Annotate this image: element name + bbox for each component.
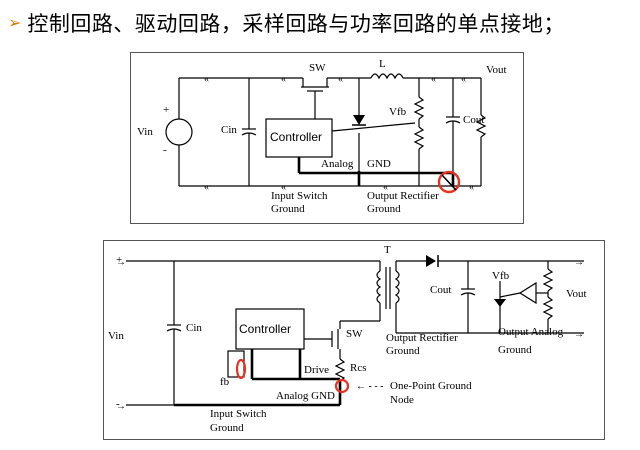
bottom-node-label: Node (390, 394, 414, 406)
rectifier-diode-symbol (353, 115, 365, 125)
bottom-vout-label: Vout (566, 288, 587, 300)
top-cin-label: Cin (221, 124, 237, 136)
one-point-ground-highlight (334, 378, 350, 394)
top-plus-label: + (163, 104, 169, 116)
top-controller-label: Controller (270, 130, 322, 144)
bottom-input-switch-label: Input Switch (210, 408, 267, 420)
top-input-ground-label: Ground (271, 203, 305, 215)
vin-source-symbol (165, 118, 193, 146)
svg-text:«: « (281, 182, 286, 193)
bottom-controller-box (235, 308, 305, 350)
bottom-transformer-label: T (384, 244, 391, 256)
top-analog-label: Analog (321, 158, 354, 170)
bottom-output-analog-label: Output Analog (498, 326, 564, 338)
svg-text:«: « (204, 74, 209, 85)
svg-text:«: « (383, 182, 388, 193)
bottom-minus-label: - (116, 398, 120, 410)
bottom-output-rectifier-label: Output Rectifier (386, 332, 458, 344)
top-cout-label: Cout (463, 114, 484, 126)
top-gnd-label: GND (367, 158, 391, 170)
svg-text:«: « (469, 182, 474, 193)
bottom-output-rectifier-ground-label: Ground (386, 345, 420, 357)
bottom-input-ground-label: Ground (210, 422, 244, 434)
svg-text:«: « (281, 74, 286, 85)
svg-text:«: « (204, 182, 209, 193)
bottom-output-analog-ground-label: Ground (498, 344, 532, 356)
top-output-ground-label: Ground (367, 203, 401, 215)
svg-text:→: → (574, 329, 584, 340)
top-input-switch-label: Input Switch (271, 190, 328, 202)
bottom-vfb-label: Vfb (492, 270, 510, 282)
bottom-analog-gnd-label: Analog GND (276, 390, 335, 402)
top-sw-label: SW (309, 62, 326, 74)
bottom-circuit-diagram: → → → → ← - - - + - T Vin Cin Controller… (108, 244, 587, 434)
top-vin-label: Vin (137, 126, 153, 138)
svg-text:«: « (431, 74, 436, 85)
bottom-drive-label: Drive (304, 364, 329, 376)
svg-text:→: → (116, 401, 126, 412)
top-inductor-label: L (379, 58, 386, 70)
bottom-fb-label: fb (220, 376, 230, 388)
top-ground-highlight (437, 170, 461, 194)
top-vfb-label: Vfb (389, 106, 407, 118)
top-circuit-panel: « « « « « « « « « SW L Vout Vin + - Cin … (130, 52, 524, 224)
top-minus-label: - (163, 144, 167, 156)
svg-text:«: « (338, 74, 343, 85)
top-vout-label: Vout (486, 64, 507, 76)
bottom-sw-label: SW (346, 328, 363, 340)
bottom-vin-label: Vin (108, 330, 124, 342)
fb-highlight (235, 358, 247, 380)
top-circuit-diagram: « « « « « « « « « SW L Vout Vin + - Cin … (137, 58, 507, 215)
bottom-cout-label: Cout (430, 284, 451, 296)
bottom-plus-label: + (116, 254, 122, 266)
svg-text:→: → (116, 257, 126, 268)
top-output-rectifier-label: Output Rectifier (367, 190, 439, 202)
slide-heading: ➢ 控制回路、驱动回路，采样回路与功率回路的单点接地； (8, 8, 565, 38)
bullet-arrow-icon: ➢ (8, 13, 22, 32)
heading-text: 控制回路、驱动回路，采样回路与功率回路的单点接地； (27, 12, 565, 36)
bottom-cin-label: Cin (186, 322, 202, 334)
bottom-rcs-label: Rcs (350, 362, 367, 374)
bottom-circuit-panel: → → → → ← - - - + - T Vin Cin Controller… (103, 240, 605, 440)
bottom-output-diode-symbol (426, 255, 436, 267)
bottom-controller-label: Controller (239, 322, 291, 336)
bottom-one-point-label: One-Point Ground (390, 380, 472, 392)
svg-text:← - - -: ← - - - (356, 381, 384, 392)
svg-text:«: « (461, 74, 466, 85)
svg-text:→: → (574, 257, 584, 268)
